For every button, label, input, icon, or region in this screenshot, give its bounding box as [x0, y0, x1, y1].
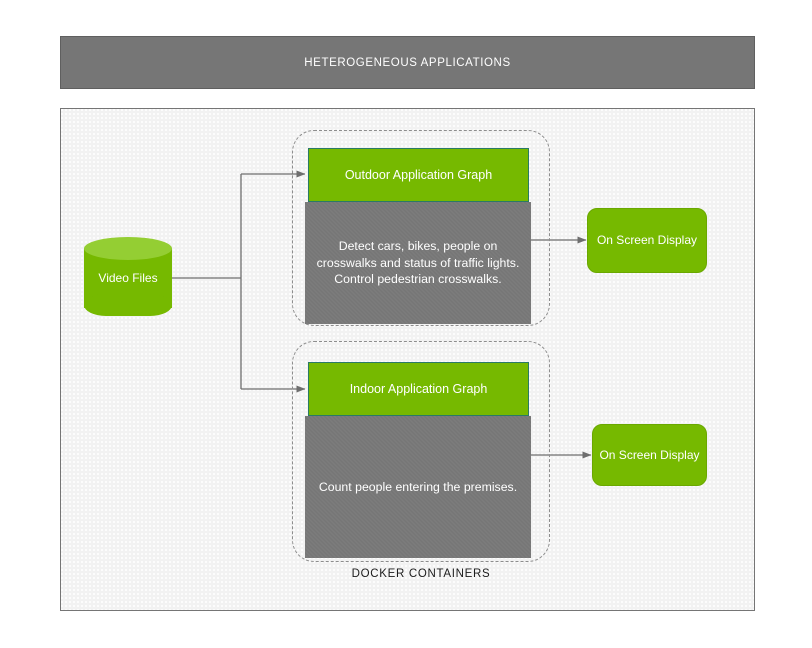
- outdoor-application-description: Detect cars, bikes, people on crosswalks…: [316, 238, 520, 287]
- indoor-application-description: Count people entering the premises.: [318, 479, 518, 494]
- indoor-application-description-box: Count people entering the premises.: [305, 416, 531, 558]
- docker-container-indoor: [292, 341, 550, 562]
- heterogeneous-applications-header: HETEROGENEOUS APPLICATIONS: [60, 36, 755, 89]
- cylinder-top-ellipse: [84, 237, 172, 260]
- outdoor-application-graph-header[interactable]: Outdoor Application Graph: [308, 148, 529, 202]
- video-files-label: Video Files: [98, 271, 158, 285]
- header-title: HETEROGENEOUS APPLICATIONS: [304, 56, 511, 69]
- on-screen-display-indoor[interactable]: On Screen Display: [592, 424, 707, 486]
- docker-container-outdoor: [292, 130, 550, 326]
- on-screen-display-outdoor[interactable]: On Screen Display: [587, 208, 707, 273]
- on-screen-display-outdoor-label: On Screen Display: [596, 233, 698, 248]
- outdoor-application-description-box: Detect cars, bikes, people on crosswalks…: [305, 202, 531, 324]
- docker-containers-caption: DOCKER CONTAINERS: [351, 568, 491, 580]
- outdoor-application-graph-label: Outdoor Application Graph: [344, 168, 493, 182]
- cylinder-bottom-ellipse: [84, 294, 172, 316]
- indoor-application-graph-label: Indoor Application Graph: [349, 382, 488, 396]
- on-screen-display-indoor-label: On Screen Display: [599, 447, 700, 462]
- video-files-datastore[interactable]: Video Files: [84, 237, 172, 319]
- indoor-application-graph-header[interactable]: Indoor Application Graph: [308, 362, 529, 416]
